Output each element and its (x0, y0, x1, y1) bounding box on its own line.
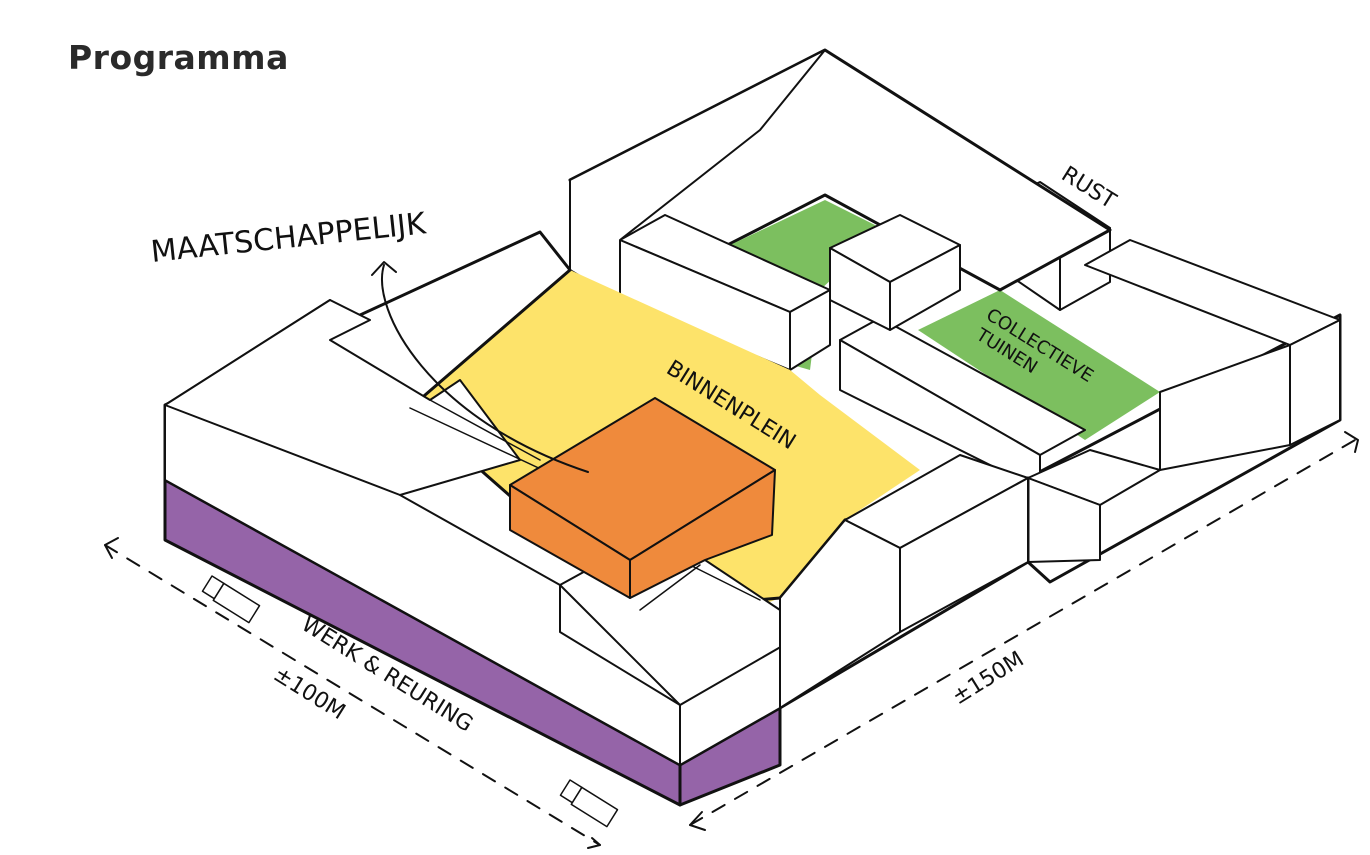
label-maatschappelijk: MAATSCHAPPELIJK (149, 206, 429, 270)
dimension-100m (104, 537, 601, 849)
label-150m: ±150M (948, 647, 1029, 710)
truck-icon (559, 779, 619, 828)
page-title: Programma (68, 38, 289, 77)
dimension-150m (689, 431, 1359, 831)
maatschappelijk-pointer (381, 264, 589, 473)
truck-icon (201, 575, 261, 624)
collectieve-tuinen-area (918, 290, 1160, 440)
label-100m: ±100M (269, 662, 350, 725)
back-building-block (568, 48, 1112, 371)
right-building-block (839, 181, 1342, 584)
maatschappelijk-volume (509, 397, 776, 599)
